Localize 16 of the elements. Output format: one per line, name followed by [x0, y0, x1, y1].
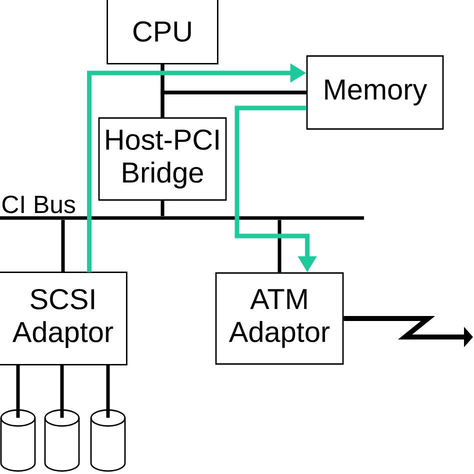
- disk-cylinder: [0, 409, 36, 472]
- disk-cylinder: [44, 409, 80, 472]
- connector-line: [60, 364, 64, 418]
- bridge-box: Host-PCI Bridge: [98, 117, 227, 201]
- memory-box: Memory: [306, 55, 444, 130]
- bus-label: CI Bus: [2, 196, 76, 214]
- disk-cylinder: [90, 409, 126, 472]
- adaptor-box: SCSI Adaptor: [0, 272, 128, 366]
- connector-line: [106, 364, 110, 418]
- cpu-box: CPU: [106, 0, 218, 64]
- connector-line: [160, 200, 164, 216]
- connector-line: [61, 220, 65, 272]
- connector-line: [16, 364, 20, 418]
- connector-line: [278, 220, 282, 272]
- connector-line: [160, 90, 306, 118]
- adaptor-box: ATM Adaptor: [215, 272, 344, 365]
